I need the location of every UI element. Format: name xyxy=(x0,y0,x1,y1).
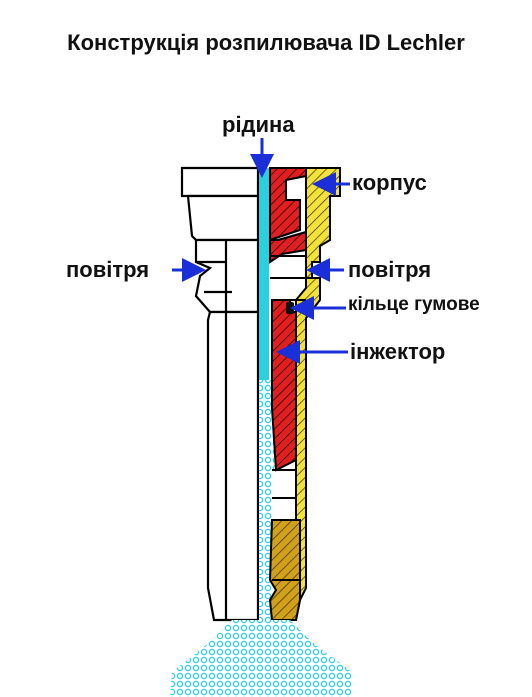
diagram-title: Конструкція розпилювача ID Lechler xyxy=(67,30,465,55)
label-liquid: рідина xyxy=(222,112,295,137)
o-ring xyxy=(286,302,294,314)
spray-cone xyxy=(170,620,352,697)
body-tip xyxy=(268,519,301,621)
label-air-right: повітря xyxy=(348,257,432,282)
label-body: корпус xyxy=(352,170,427,195)
nozzle-left-half xyxy=(180,166,260,622)
liquid-channel-top xyxy=(259,168,269,408)
pointer-arrows xyxy=(172,138,350,364)
label-air-left: повітря xyxy=(66,257,150,282)
label-injector: інжектор xyxy=(350,339,446,364)
label-oring: кільце гумове xyxy=(348,294,480,315)
